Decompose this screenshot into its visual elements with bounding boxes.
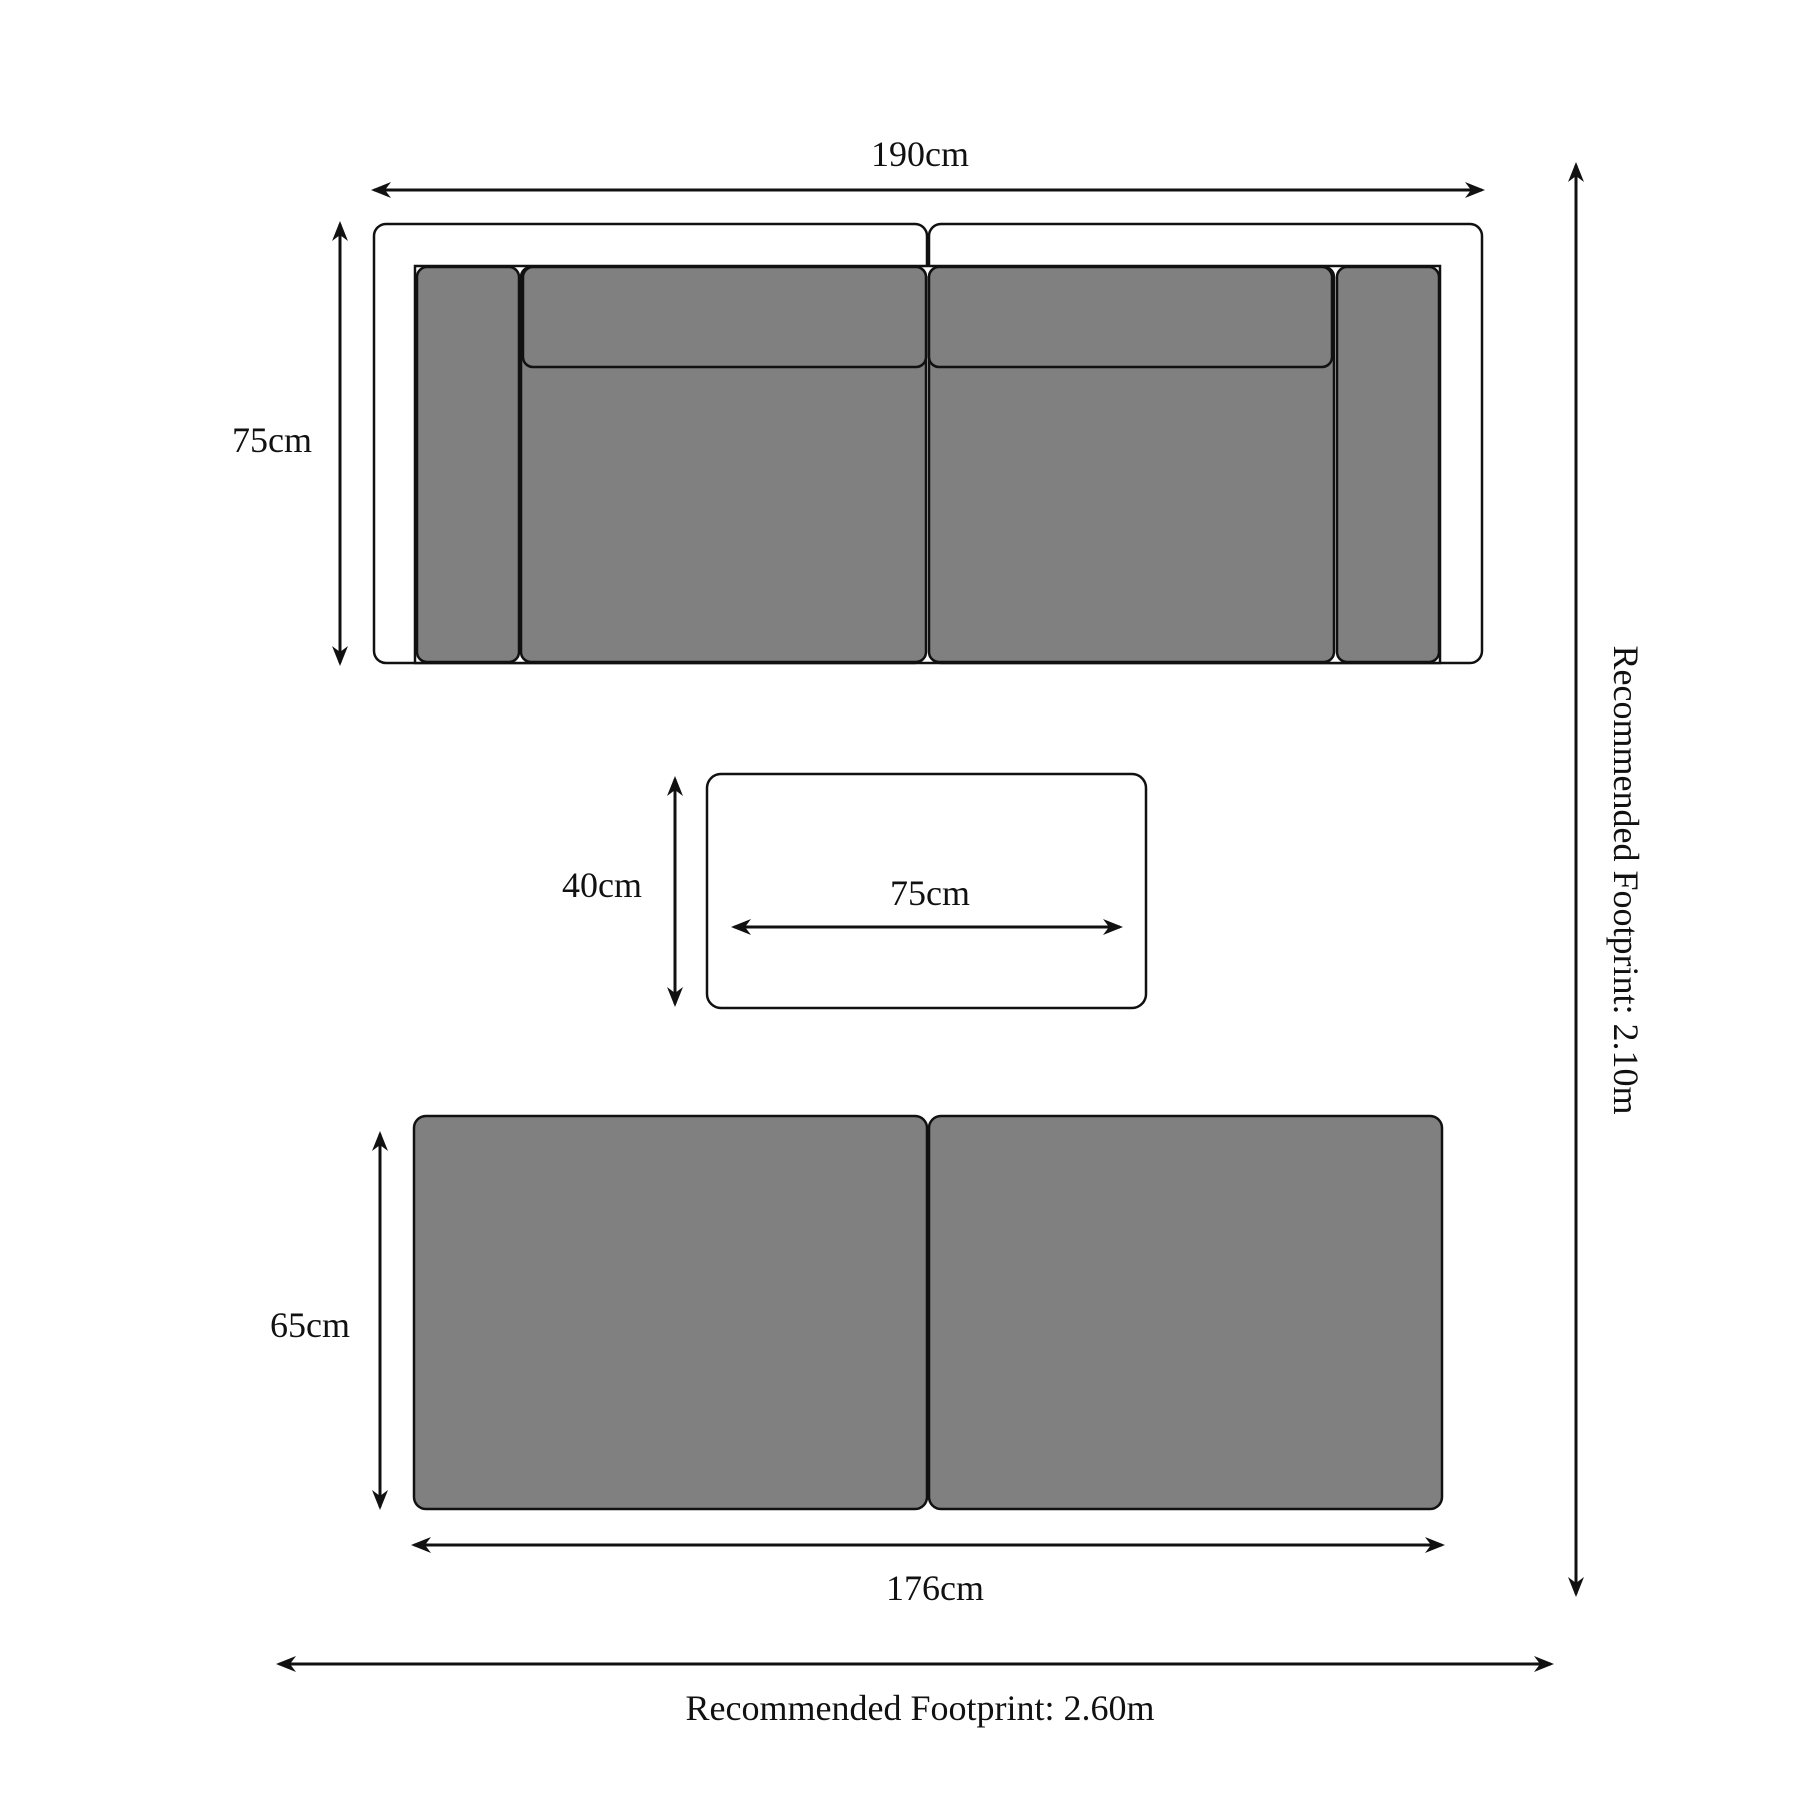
- sofa-back-cushion-left: [521, 265, 928, 369]
- sofa-arm-left: [415, 265, 521, 664]
- bench-cushion-right: [927, 1114, 1444, 1511]
- footprint-depth-label: Recommended Footprint: 2.10m: [1606, 646, 1646, 1115]
- footprint-width-label: Recommended Footprint: 2.60m: [686, 1688, 1155, 1728]
- sofa-back-cushion-right: [927, 265, 1334, 369]
- coffee-table-width-label: 75cm: [890, 873, 970, 913]
- bench-depth-label: 65cm: [270, 1305, 350, 1345]
- coffee-table-depth-label: 40cm: [562, 865, 642, 905]
- bench: [412, 1114, 1444, 1511]
- bench-width-label: 176cm: [886, 1568, 984, 1608]
- sofa-arm-right: [1335, 265, 1441, 664]
- sofa: [372, 222, 1484, 665]
- bench-cushion-left: [412, 1114, 929, 1511]
- sofa-depth-label: 75cm: [232, 420, 312, 460]
- sofa-width-label: 190cm: [871, 134, 969, 174]
- coffee-table: [705, 772, 1148, 1010]
